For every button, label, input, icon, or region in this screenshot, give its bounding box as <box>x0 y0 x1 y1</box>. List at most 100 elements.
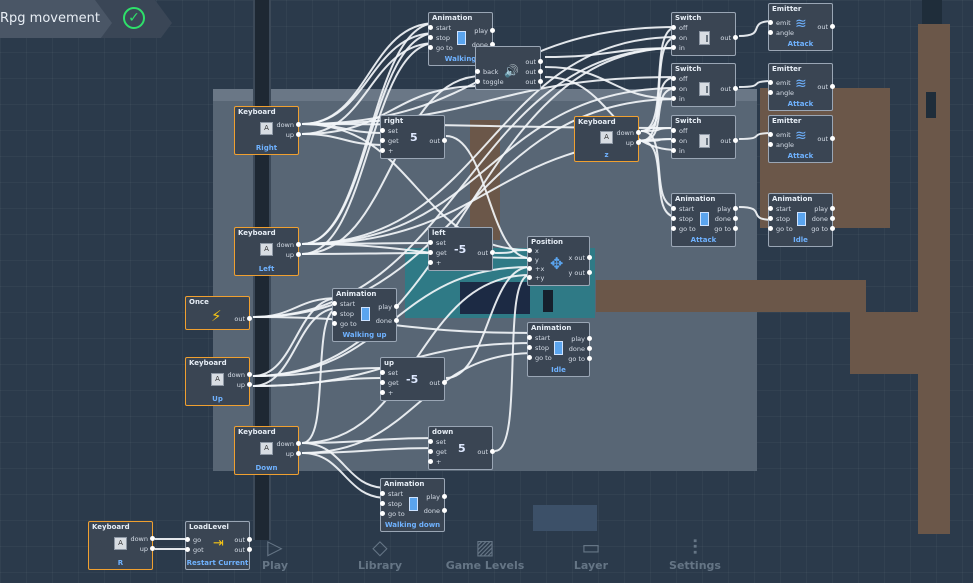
pin-out[interactable]: out <box>234 536 252 544</box>
keyboard-z-node[interactable]: Keyboard A down up z <box>574 116 642 162</box>
pin-goto[interactable]: go to <box>768 225 793 233</box>
tab-game-levels[interactable]: ▨Game Levels <box>440 536 530 572</box>
pin-done[interactable]: done <box>568 345 593 353</box>
pin-out[interactable]: out <box>525 58 543 66</box>
pin-angle[interactable]: angle <box>767 89 795 97</box>
tab-play[interactable]: ▷Play <box>230 536 320 572</box>
pin-start[interactable]: start <box>526 334 551 342</box>
pin-in[interactable]: in <box>671 95 685 103</box>
pin-y-out[interactable]: y out <box>568 269 592 277</box>
pin-goto[interactable]: go to <box>428 44 453 52</box>
pin-get[interactable]: get <box>380 137 399 145</box>
emitter-node-2[interactable]: Emitter emit angle ≋ out Attack <box>767 63 835 111</box>
pin-play[interactable]: play <box>814 205 835 213</box>
variable-value[interactable]: 5 <box>458 442 466 455</box>
pin-goto[interactable]: go to <box>332 320 357 328</box>
pin-out[interactable]: out <box>817 83 835 91</box>
pin-start[interactable]: start <box>427 24 452 32</box>
animation-walking-down-node[interactable]: Animation start stop go to play done Wal… <box>379 478 448 532</box>
animation-idle-node[interactable]: Animation start stop go to play done go … <box>526 322 593 377</box>
variable-value[interactable]: 5 <box>410 131 418 144</box>
pin-on[interactable]: on <box>670 85 688 93</box>
position-node[interactable]: Position x y +x +y ✥ x out y out <box>526 236 592 286</box>
pin-stop[interactable]: stop <box>767 215 791 223</box>
pin-start[interactable]: start <box>379 490 404 498</box>
animation-idle-node-2[interactable]: Animation start stop go to play done go … <box>767 193 836 247</box>
pin-stop[interactable]: stop <box>379 500 403 508</box>
pin-play[interactable]: play <box>571 335 592 343</box>
pin-play[interactable]: play <box>426 493 447 501</box>
pin-off[interactable]: off <box>670 24 688 32</box>
pin-stop[interactable]: stop <box>331 310 355 318</box>
pin-up[interactable]: up <box>285 450 302 458</box>
pin-up[interactable]: up <box>285 251 302 259</box>
keyboard-up-node[interactable]: Keyboard A down up Up <box>185 357 253 406</box>
pin-back[interactable]: back <box>474 68 499 76</box>
pin-play[interactable]: play <box>378 303 399 311</box>
pin-plus[interactable]: + <box>379 147 394 155</box>
pin-out[interactable]: out <box>234 546 252 554</box>
pin-got[interactable]: got <box>185 546 204 554</box>
variable-left-node[interactable]: left set get + -5 out <box>427 227 495 271</box>
pin-down[interactable]: down <box>616 129 641 137</box>
pin-down[interactable]: down <box>276 241 301 249</box>
pin-done[interactable]: done <box>375 317 400 325</box>
pin-set[interactable]: set <box>380 369 398 377</box>
keyboard-right-node[interactable]: Keyboard A down up Right <box>234 106 302 155</box>
check-icon[interactable]: ✓ <box>123 7 145 29</box>
pin-stop[interactable]: stop <box>670 215 694 223</box>
variable-down-node[interactable]: down set get + 5 out <box>427 426 495 470</box>
pin-get[interactable]: get <box>428 448 447 456</box>
pin-plus-x[interactable]: +x <box>526 265 545 273</box>
pin-get[interactable]: get <box>428 249 447 257</box>
pin-out[interactable]: out <box>429 137 447 145</box>
emitter-node-1[interactable]: Emitter emit angle ≋ out Attack <box>767 3 835 51</box>
scene-title[interactable]: Rpg movement <box>0 11 100 26</box>
variable-up-node[interactable]: up set get + -5 out <box>379 357 447 401</box>
pin-set[interactable]: set <box>380 127 398 135</box>
variable-value[interactable]: -5 <box>454 243 467 256</box>
sound-node[interactable]: back toggle 🔊 out out out <box>474 46 543 90</box>
pin-start[interactable]: start <box>331 300 356 308</box>
switch-node-1[interactable]: Switch off on in out <box>670 12 738 56</box>
pin-plus-y[interactable]: +y <box>526 274 545 282</box>
pin-set[interactable]: set <box>428 239 446 247</box>
pin-down[interactable]: down <box>227 371 252 379</box>
pin-out[interactable]: out <box>817 23 835 31</box>
pin-x-out[interactable]: x out <box>568 254 592 262</box>
pin-play[interactable]: play <box>717 205 738 213</box>
pin-x[interactable]: x <box>527 247 539 255</box>
pin-emit[interactable]: emit <box>768 19 791 27</box>
pin-down[interactable]: down <box>276 440 301 448</box>
tab-layer[interactable]: ▭Layer <box>546 536 636 572</box>
pin-out[interactable]: out <box>817 135 835 143</box>
tab-library[interactable]: ◇Library <box>335 536 425 572</box>
variable-value[interactable]: -5 <box>406 373 419 386</box>
pin-stop[interactable]: stop <box>526 344 550 352</box>
pin-plus[interactable]: + <box>427 259 442 267</box>
pin-start[interactable]: start <box>767 205 792 213</box>
pin-up[interactable]: up <box>236 381 253 389</box>
keyboard-r-node[interactable]: Keyboard A down up R <box>88 521 156 570</box>
animation-walking-up-node[interactable]: Animation start stop go to play done Wal… <box>331 288 400 342</box>
pin-off[interactable]: off <box>670 127 688 135</box>
once-node[interactable]: Once ⚡ out <box>185 296 252 330</box>
pin-out[interactable]: out <box>525 68 543 76</box>
pin-in[interactable]: in <box>671 44 685 52</box>
pin-out[interactable]: out <box>429 379 447 387</box>
pin-set[interactable]: set <box>428 438 446 446</box>
pin-off[interactable]: off <box>670 75 688 83</box>
switch-node-2[interactable]: Switch off on in out <box>670 63 738 107</box>
pin-down[interactable]: down <box>276 121 301 129</box>
pin-angle[interactable]: angle <box>767 141 795 149</box>
pin-angle[interactable]: angle <box>767 29 795 37</box>
pin-done[interactable]: done <box>811 215 836 223</box>
pin-on[interactable]: on <box>670 137 688 145</box>
pin-done[interactable]: done <box>423 507 448 515</box>
emitter-node-3[interactable]: Emitter emit angle ≋ out Attack <box>767 115 835 163</box>
pin-emit[interactable]: emit <box>768 79 791 87</box>
pin-goto[interactable]: go to <box>671 225 696 233</box>
pin-on[interactable]: on <box>670 34 688 42</box>
pin-out[interactable]: out <box>477 249 495 257</box>
